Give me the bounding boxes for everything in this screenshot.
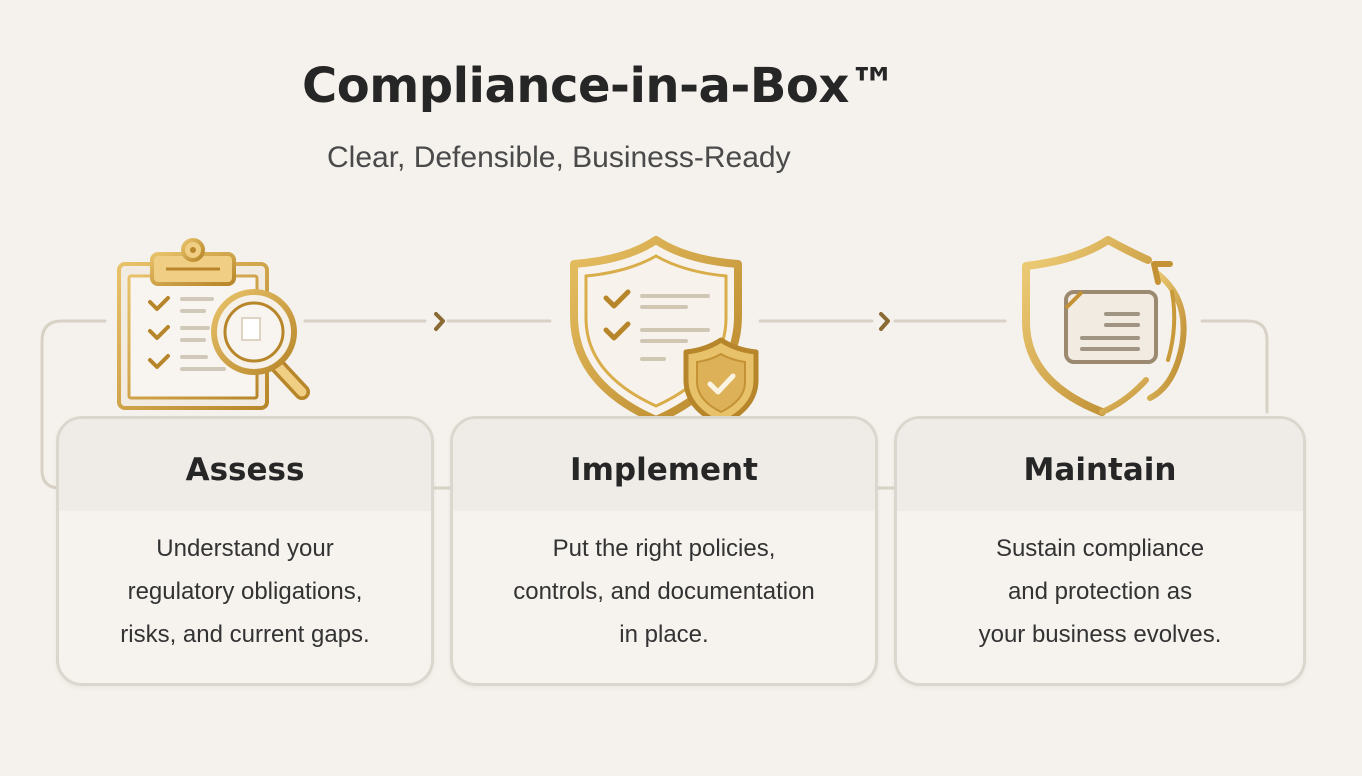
step-description: Put the right policies, controls, and do… (453, 511, 875, 656)
description-line: risks, and current gaps. (120, 621, 370, 648)
description-line: Sustain compliance (995, 535, 1205, 562)
step-title: Maintain (897, 419, 1303, 511)
step-title: Implement (453, 419, 875, 511)
step-card-assess: Assess Understand your regulatory obliga… (56, 416, 434, 686)
clipboard-magnifier-icon (117, 238, 310, 410)
description-line: and protection as (1007, 578, 1193, 605)
step-description: Understand your regulatory obligations, … (59, 511, 431, 656)
description-line: your business evolves. (978, 621, 1222, 648)
page-subtitle: Clear, Defensible, Business-Ready (327, 141, 791, 174)
step-title: Assess (59, 419, 431, 511)
shield-checklist-icon (570, 236, 759, 426)
shield-document-cycle-icon (1022, 236, 1187, 416)
description-line: controls, and documentation (513, 578, 815, 605)
chevron-right-icon (879, 312, 890, 331)
description-line: regulatory obligations, (127, 578, 363, 605)
step-card-implement: Implement Put the right policies, contro… (450, 416, 878, 686)
description-line: Put the right policies, (552, 535, 776, 562)
chevron-right-icon (434, 312, 445, 331)
page-title: Compliance-in-a-Box™ (302, 58, 897, 114)
step-description: Sustain compliance and protection as you… (897, 511, 1303, 656)
description-line: in place. (619, 621, 709, 648)
step-card-maintain: Maintain Sustain compliance and protecti… (894, 416, 1306, 686)
description-line: Understand your (156, 535, 334, 562)
